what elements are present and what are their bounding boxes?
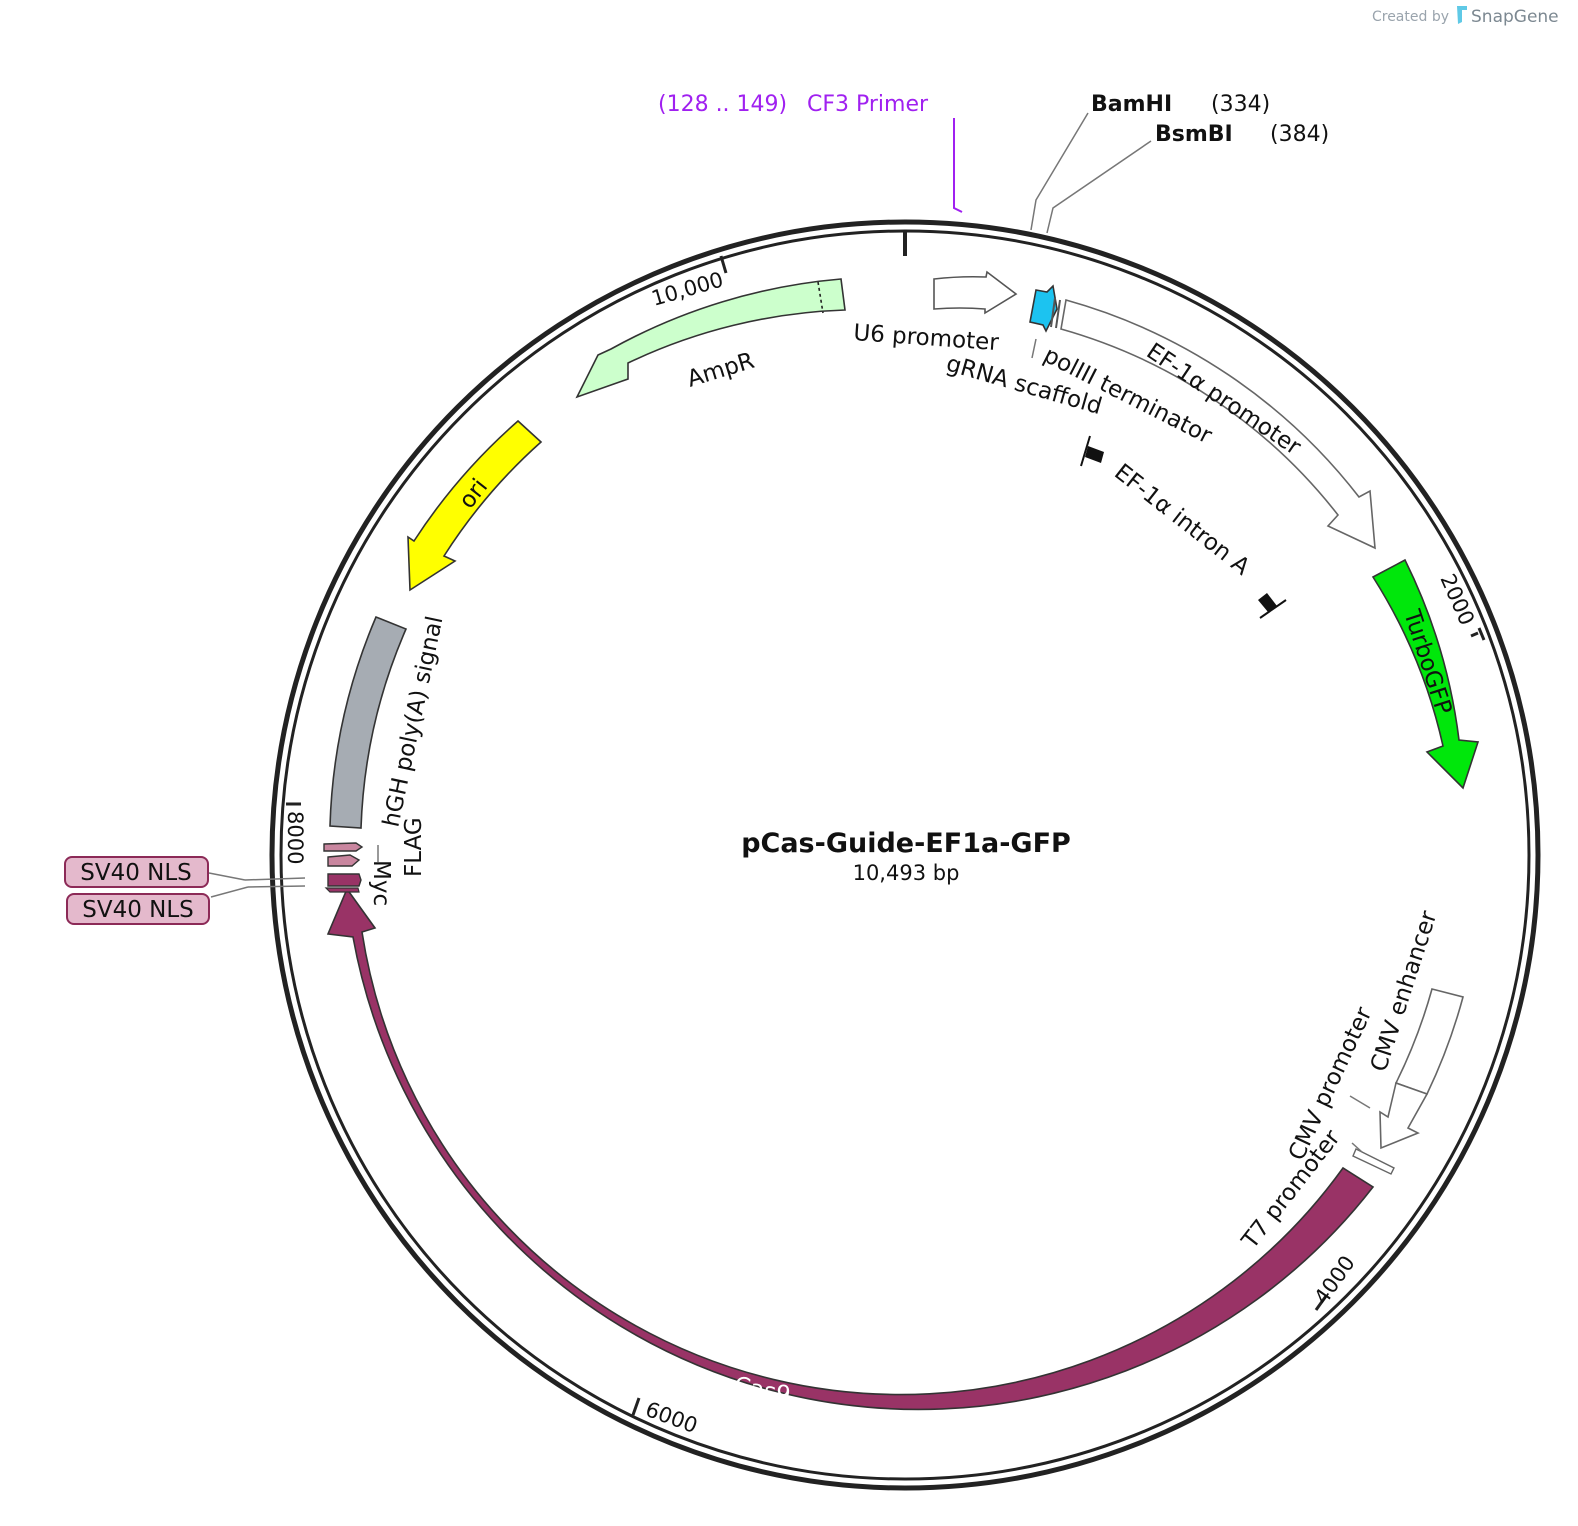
feature-ef1a-intron-a[interactable] xyxy=(1080,435,1287,619)
primer-connector xyxy=(953,118,963,213)
sv40-nls-callout-1[interactable]: SV40 NLS xyxy=(64,856,306,888)
connector-grna xyxy=(1031,338,1037,359)
feature-flag[interactable] xyxy=(323,842,364,852)
intron-end-flag xyxy=(1258,593,1277,612)
primer-cf3[interactable]: (128 .. 149) CF3 Primer xyxy=(658,92,963,213)
label-ampr: AmpR xyxy=(684,348,757,393)
connector-bsmbi xyxy=(1046,140,1152,234)
tick-label-6000: 6000 xyxy=(642,1397,700,1438)
credit-brand: SnapGene xyxy=(1471,7,1559,27)
connector-sv40-2b xyxy=(247,885,306,888)
ampr-dotted-mark xyxy=(817,281,824,314)
feature-ef1a-promoter[interactable] xyxy=(1060,298,1376,550)
site-name-bsmbi: BsmBI xyxy=(1155,122,1233,147)
label-sv40-nls-1: SV40 NLS xyxy=(80,860,192,886)
feature-sv40-nls-inner[interactable] xyxy=(327,873,362,887)
tick-10000-mark xyxy=(719,255,728,274)
site-name-bamhi: BamHI xyxy=(1091,92,1172,117)
feature-sv40-nls-outer[interactable] xyxy=(324,887,360,893)
site-bamhi[interactable]: BamHI (334) xyxy=(1030,92,1270,231)
primer-range: (128 .. 149) xyxy=(658,92,787,117)
connector-cmv-promoter xyxy=(1349,1095,1371,1109)
feature-ampr[interactable] xyxy=(575,278,846,399)
feature-t7-promoter[interactable] xyxy=(1352,1148,1395,1175)
intron-start-flag xyxy=(1085,446,1104,463)
feature-cmv-promoter[interactable] xyxy=(1379,1081,1429,1150)
feature-u6-promoter[interactable] xyxy=(933,270,1018,315)
label-sv40-nls-2: SV40 NLS xyxy=(82,897,194,923)
label-cas9: Cas9 xyxy=(732,1372,793,1408)
snapgene-logo-icon xyxy=(1457,6,1467,24)
connector-sv40-1 xyxy=(208,872,246,881)
credit-prefix: Created by xyxy=(1372,9,1449,25)
feature-ori[interactable] xyxy=(407,419,543,592)
plasmid-size: 10,493 bp xyxy=(853,861,960,885)
backbone-outer-circle xyxy=(269,219,1541,1491)
tick-label-8000: 8000 xyxy=(283,811,307,864)
label-turbogfp: TurboGFP xyxy=(1398,606,1457,718)
primer-name: CF3 Primer xyxy=(807,92,929,117)
tick-6000-mark xyxy=(631,1397,641,1416)
snapgene-credit: Created by SnapGene xyxy=(1372,6,1559,27)
site-bsmbi[interactable]: BsmBI (384) xyxy=(1046,122,1329,234)
plasmid-name: pCas-Guide-EF1a-GFP xyxy=(741,828,1071,859)
sv40-nls-box-1 xyxy=(64,856,209,888)
site-pos-bamhi: (334) xyxy=(1211,92,1270,117)
feature-hgh-polya[interactable] xyxy=(329,615,408,829)
intron-start-mark xyxy=(1080,435,1091,467)
tick-2000-mark xyxy=(1477,627,1486,641)
sv40-nls-callout-2[interactable]: SV40 NLS xyxy=(66,885,306,925)
tick-2000 xyxy=(1470,631,1479,638)
feature-turbogfp[interactable] xyxy=(1371,558,1480,790)
feature-cas9[interactable] xyxy=(326,887,1375,1411)
tick-4000-mark xyxy=(1314,1295,1328,1311)
connector-sv40-2 xyxy=(210,886,249,898)
sv40-nls-box-2 xyxy=(66,893,210,925)
label-myc: Myc xyxy=(368,860,394,906)
connector-sv40-1b xyxy=(244,877,306,881)
site-pos-bsmbi: (384) xyxy=(1270,122,1329,147)
connector-t7-promoter xyxy=(1351,1142,1363,1153)
connector-bamhi xyxy=(1030,112,1089,231)
label-flag: FLAG xyxy=(401,817,427,877)
feature-poliii-terminator-mark xyxy=(1055,299,1061,329)
label-u6-promoter: U6 promoter xyxy=(853,320,1001,356)
label-ef1a-intron-a: EF-1α intron A xyxy=(1109,459,1254,580)
feature-poliii-terminator[interactable] xyxy=(1050,297,1056,328)
feature-myc[interactable] xyxy=(327,854,361,867)
intron-end-mark xyxy=(1259,599,1287,619)
